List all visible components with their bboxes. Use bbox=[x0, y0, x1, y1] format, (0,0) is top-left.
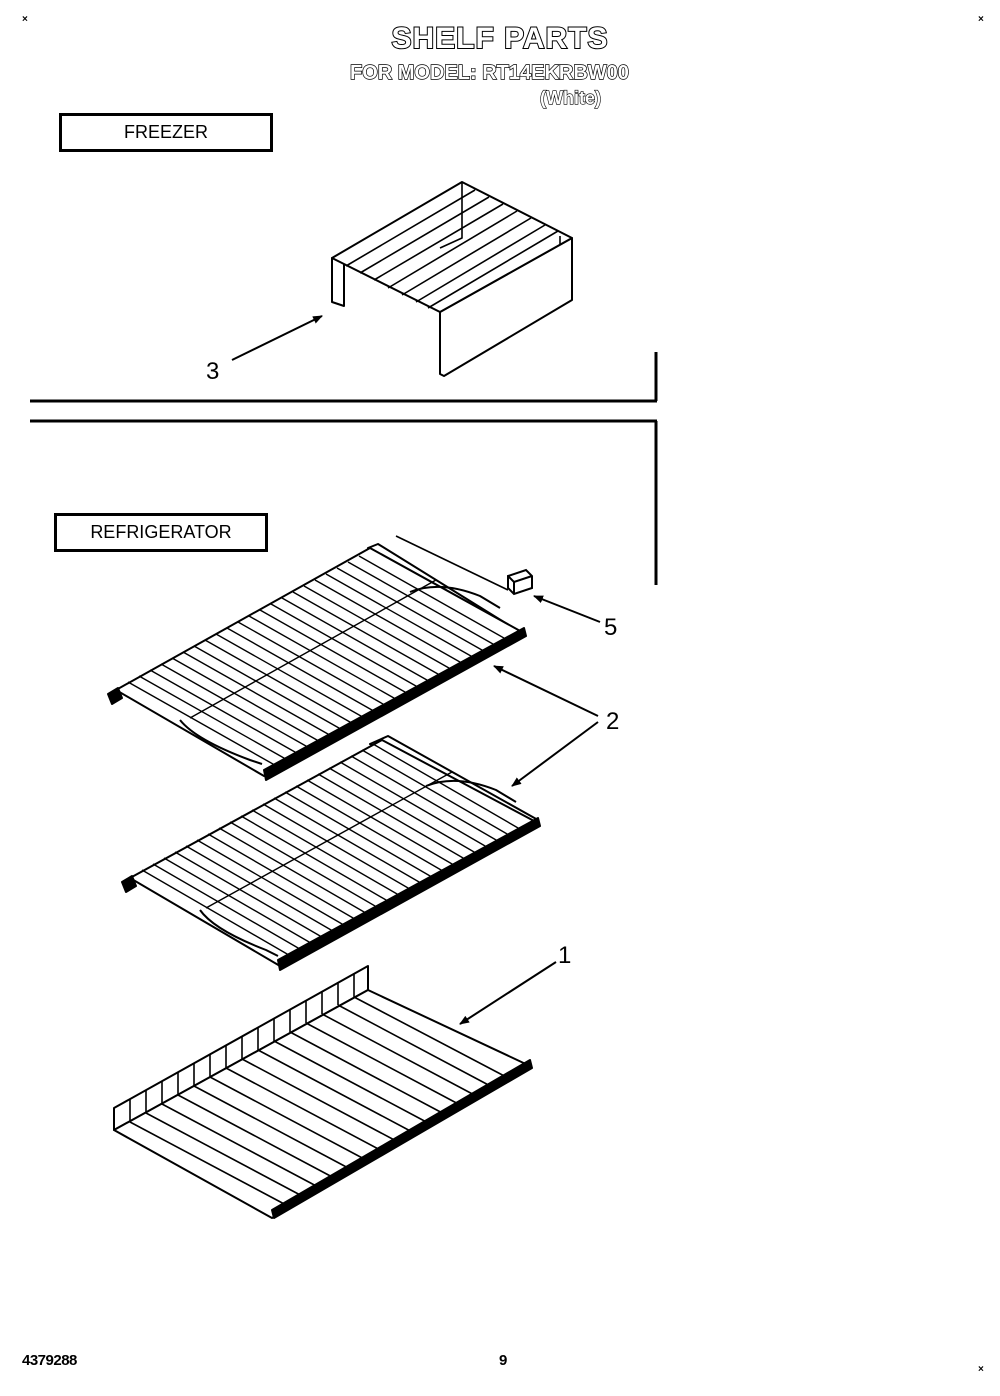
bottom-shelf-part-1 bbox=[113, 965, 533, 1219]
color-note: (White) bbox=[539, 87, 601, 108]
refrigerator-label-text: REFRIGERATOR bbox=[90, 522, 232, 542]
callout-1: 1 bbox=[558, 942, 572, 969]
callout-5: 5 bbox=[604, 614, 618, 641]
callout-2: 2 bbox=[606, 708, 620, 735]
refrigerator-shelf-lower bbox=[121, 735, 541, 971]
freezer-section-label: FREEZER bbox=[59, 113, 273, 152]
section-dividers bbox=[30, 352, 658, 585]
footer-part-number: 4379288 bbox=[22, 1352, 77, 1369]
corner-mark-top-left: × bbox=[22, 14, 28, 25]
callout-arrows bbox=[231, 315, 601, 1025]
page-title: SHELF PARTS bbox=[390, 21, 609, 56]
corner-mark-bottom-right: × bbox=[978, 1364, 984, 1375]
freezer-shelf-part-3 bbox=[331, 181, 573, 377]
corner-mark-top-right: × bbox=[978, 14, 984, 25]
refrigerator-section-label: REFRIGERATOR bbox=[54, 513, 268, 552]
footer-page-number: 9 bbox=[499, 1352, 508, 1369]
shelf-support-part-5 bbox=[395, 535, 533, 596]
callout-3: 3 bbox=[206, 358, 220, 385]
freezer-label-text: FREEZER bbox=[123, 122, 208, 142]
model-line: FOR MODEL: RT14EKRBW00 bbox=[349, 61, 629, 84]
refrigerator-shelf-upper bbox=[107, 543, 527, 781]
